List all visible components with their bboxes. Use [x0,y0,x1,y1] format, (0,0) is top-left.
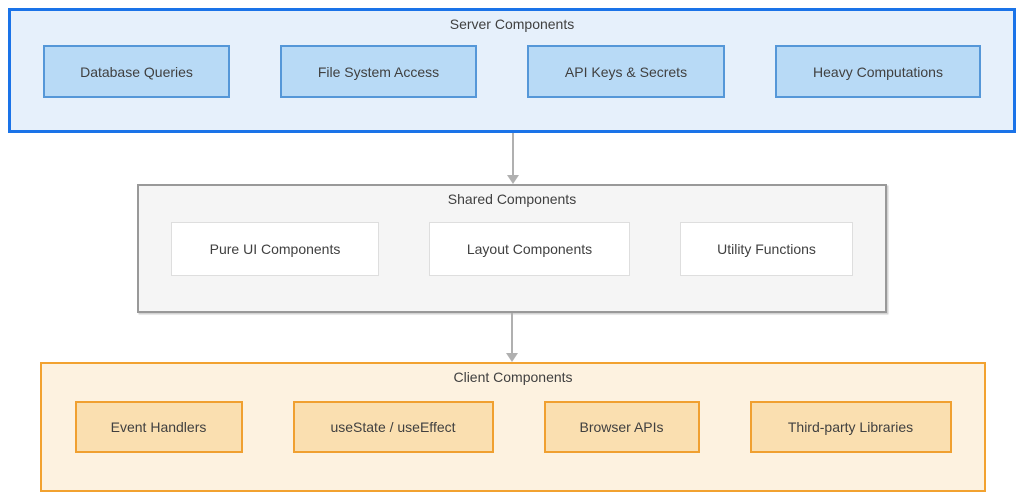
node-api-keys-secrets: API Keys & Secrets [527,45,725,98]
node-file-system-access: File System Access [280,45,477,98]
node-heavy-computations: Heavy Computations [775,45,981,98]
node-utility-functions: Utility Functions [680,222,853,276]
arrow-down-icon [506,353,518,362]
node-database-queries: Database Queries [43,45,230,98]
node-browser-apis: Browser APIs [543,401,700,453]
node-event-handlers: Event Handlers [74,401,243,453]
arrow-server-to-shared [507,133,519,184]
server-components-title: Server Components [449,16,575,32]
arrow-shared-to-client [506,313,518,362]
node-pure-ui-components: Pure UI Components [171,222,379,276]
node-third-party-libraries: Third-party Libraries [749,401,952,453]
shared-components-title: Shared Components [447,191,577,207]
shared-components-container: Shared Components Pure UI Components Lay… [137,184,887,313]
server-components-container: Server Components Database Queries File … [8,8,1016,133]
node-usestate-useeffect: useState / useEffect [292,401,494,453]
shared-components-row: Pure UI Components Layout Components Uti… [139,222,885,276]
client-components-container: Client Components Event Handlers useStat… [40,362,986,492]
client-components-title: Client Components [453,369,573,385]
arrow-line [511,313,513,354]
arrow-line [512,133,514,176]
arrow-down-icon [507,175,519,184]
server-components-row: Database Queries File System Access API … [11,45,1013,98]
node-layout-components: Layout Components [429,222,630,276]
client-components-row: Event Handlers useState / useEffect Brow… [42,401,984,453]
